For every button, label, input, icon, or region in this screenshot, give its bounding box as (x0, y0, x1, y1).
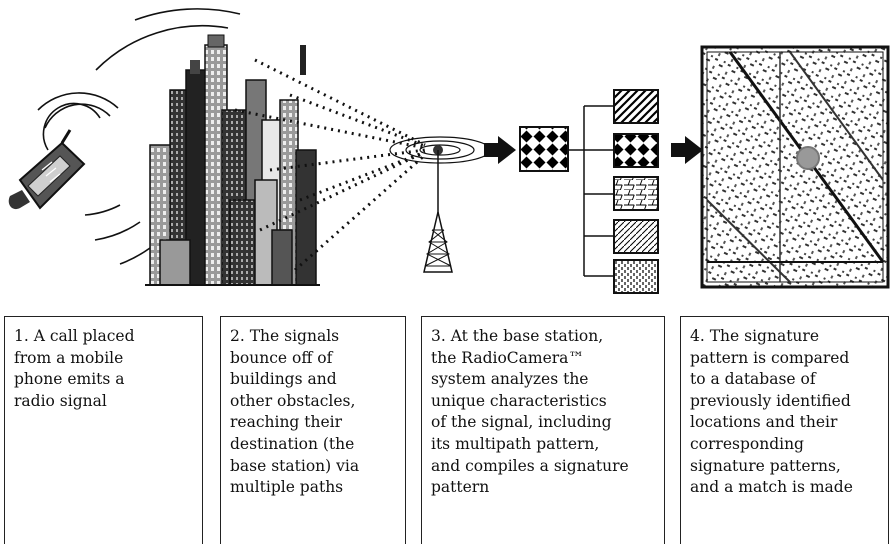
multipath-signal-lines (234, 58, 426, 272)
base-station-tower-icon (389, 136, 491, 273)
step-2-box: 2. The signals bounce off of buildings a… (220, 316, 406, 544)
step-1-box: 1. A call placed from a mobile phone emi… (4, 316, 203, 544)
step-3-text: 3. At the base station, the RadioCamera™… (431, 327, 629, 497)
step-2-text: 2. The signals bounce off of buildings a… (230, 327, 360, 497)
process-illustration (8, 8, 890, 294)
pattern-database-icon (583, 89, 659, 294)
step-3-box: 3. At the base station, the RadioCamera™… (421, 316, 665, 544)
city-buildings-icon (145, 34, 320, 286)
radio-wave-icon (37, 8, 241, 265)
arrow-right-icon (484, 136, 703, 164)
step-4-box: 4. The signature pattern is compared to … (680, 316, 889, 544)
step-4-text: 4. The signature pattern is compared to … (690, 327, 853, 497)
step-1-text: 1. A call placed from a mobile phone emi… (14, 327, 135, 410)
map-location-icon (700, 45, 890, 289)
signature-pattern-icon (519, 126, 614, 172)
mobile-phone-icon (8, 129, 86, 210)
